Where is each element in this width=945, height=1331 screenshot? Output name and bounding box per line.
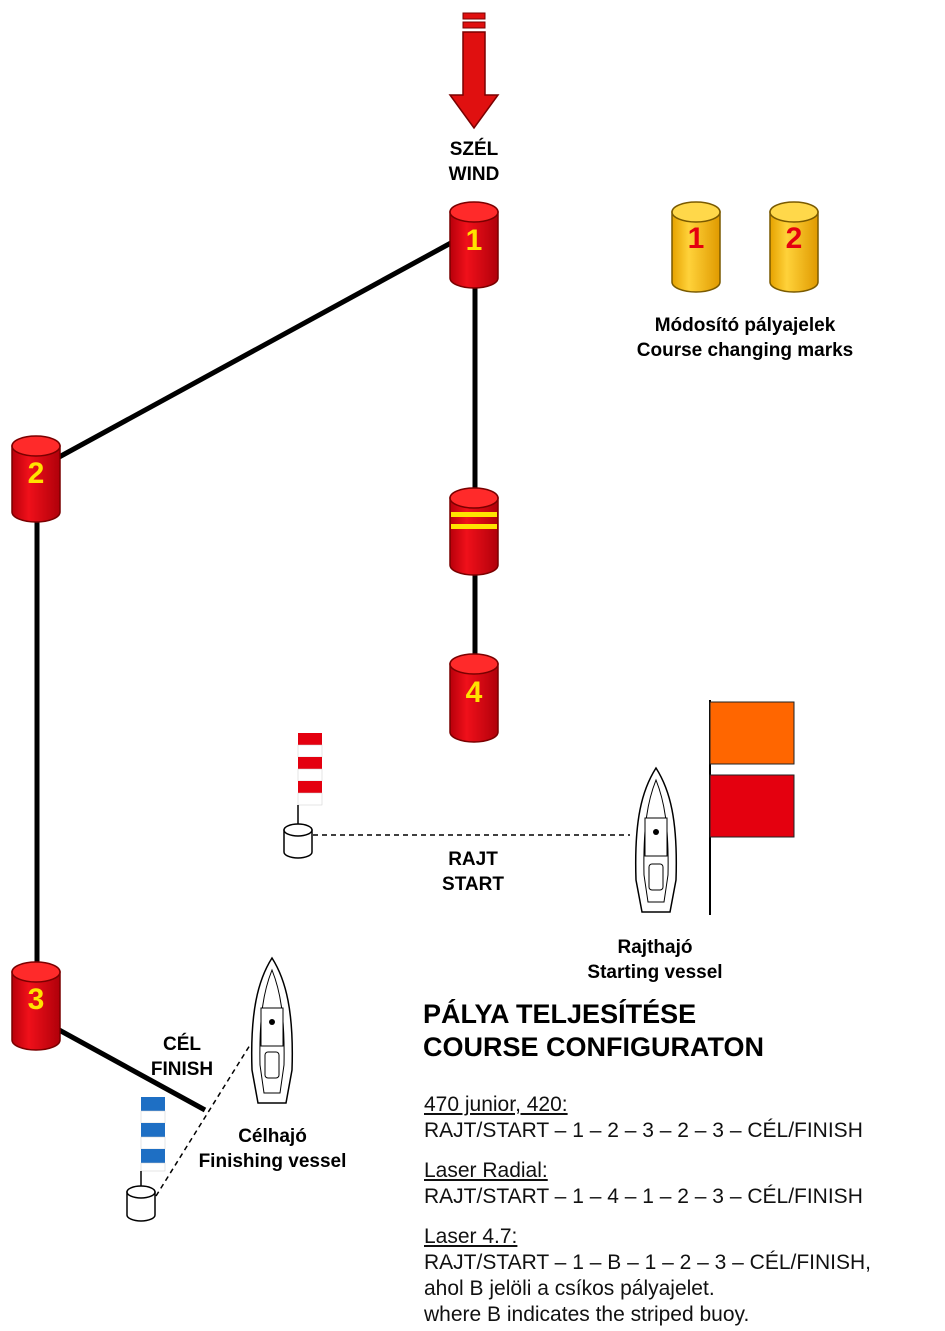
start-label: RAJT START: [423, 847, 523, 897]
starting-vessel-label: Rajthajó Starting vessel: [560, 935, 750, 985]
starting-vessel-en: Starting vessel: [587, 962, 723, 983]
course-name: Laser 4.7:: [424, 1225, 518, 1248]
finishing-vessel-en: Finishing vessel: [198, 1151, 347, 1172]
start-pin-buoy: [283, 733, 323, 859]
buoy-mark-4: 4: [449, 653, 499, 743]
changing-mark-2-number: 2: [786, 222, 803, 255]
course-sequence: RAJT/START – 1 – 4 – 1 – 2 – 3 – CÉL/FIN…: [424, 1185, 863, 1208]
finish-label: CÉL FINISH: [132, 1032, 232, 1082]
finishing-vessel-label: Célhajó Finishing vessel: [180, 1124, 365, 1174]
course-changing-marks-label: Módosító pályajelek Course changing mark…: [590, 313, 900, 363]
course-sequence: RAJT/START – 1 – B – 1 – 2 – 3 – CÉL/FIN…: [424, 1251, 872, 1274]
course-name: Laser Radial:: [424, 1159, 548, 1182]
buoy-mark-3: 3: [11, 961, 61, 1051]
finish-line: [155, 1044, 251, 1197]
start-label-en: START: [442, 874, 504, 895]
course-note-hu: ahol B jelöli a csíkos pályajelet.: [424, 1277, 715, 1300]
course-changing-label-en: Course changing marks: [636, 340, 854, 361]
buoy-mark-2: 2: [11, 435, 61, 523]
start-label-hu: RAJT: [448, 849, 498, 870]
course-470-420: 470 junior, 420: RAJT/START – 1 – 2 – 3 …: [424, 1092, 863, 1144]
mark-4-number: 4: [466, 676, 483, 709]
course-name: 470 junior, 420:: [424, 1093, 568, 1116]
course-note-en: where B indicates the striped buoy.: [424, 1303, 750, 1326]
course-lines: [34, 235, 478, 1113]
configuration-heading: PÁLYA TELJESÍTÉSE COURSE CONFIGURATON: [423, 998, 764, 1064]
course-changing-label-hu: Módosító pályajelek: [654, 315, 836, 336]
configuration-title-en: COURSE CONFIGURATON: [423, 1032, 765, 1062]
changing-mark-1-number: 1: [688, 222, 705, 255]
course-sequence: RAJT/START – 1 – 2 – 3 – 2 – 3 – CÉL/FIN…: [424, 1119, 863, 1142]
course-changing-mark-2: 2: [769, 201, 819, 293]
course-laser-4-7: Laser 4.7: RAJT/START – 1 – B – 1 – 2 – …: [424, 1224, 871, 1328]
mark-3-number: 3: [28, 983, 45, 1016]
course-laser-radial: Laser Radial: RAJT/START – 1 – 4 – 1 – 2…: [424, 1158, 863, 1210]
start-signal-flags: [709, 700, 795, 915]
wind-label: SZÉL WIND: [424, 137, 524, 187]
course-changing-mark-1: 1: [671, 201, 721, 293]
starting-vessel-icon: [634, 766, 678, 913]
mark-1-number: 1: [466, 224, 483, 257]
striped-buoy-b: [449, 487, 499, 576]
wind-label-en: WIND: [448, 164, 500, 185]
finish-pin-buoy: [126, 1097, 166, 1222]
mark-2-number: 2: [28, 457, 45, 490]
finish-label-en: FINISH: [150, 1059, 214, 1080]
finish-label-hu: CÉL: [163, 1034, 201, 1055]
buoy-mark-1: 1: [449, 201, 499, 289]
finishing-vessel-hu: Célhajó: [238, 1126, 307, 1147]
leg-1-2: [48, 235, 462, 465]
wind-label-hu: SZÉL: [449, 139, 499, 160]
leg-3-finish: [48, 1022, 207, 1113]
starting-vessel-hu: Rajthajó: [617, 937, 693, 958]
finishing-vessel-icon: [250, 956, 294, 1104]
configuration-title-hu: PÁLYA TELJESÍTÉSE: [423, 999, 697, 1029]
wind-arrow-icon: [448, 12, 500, 130]
